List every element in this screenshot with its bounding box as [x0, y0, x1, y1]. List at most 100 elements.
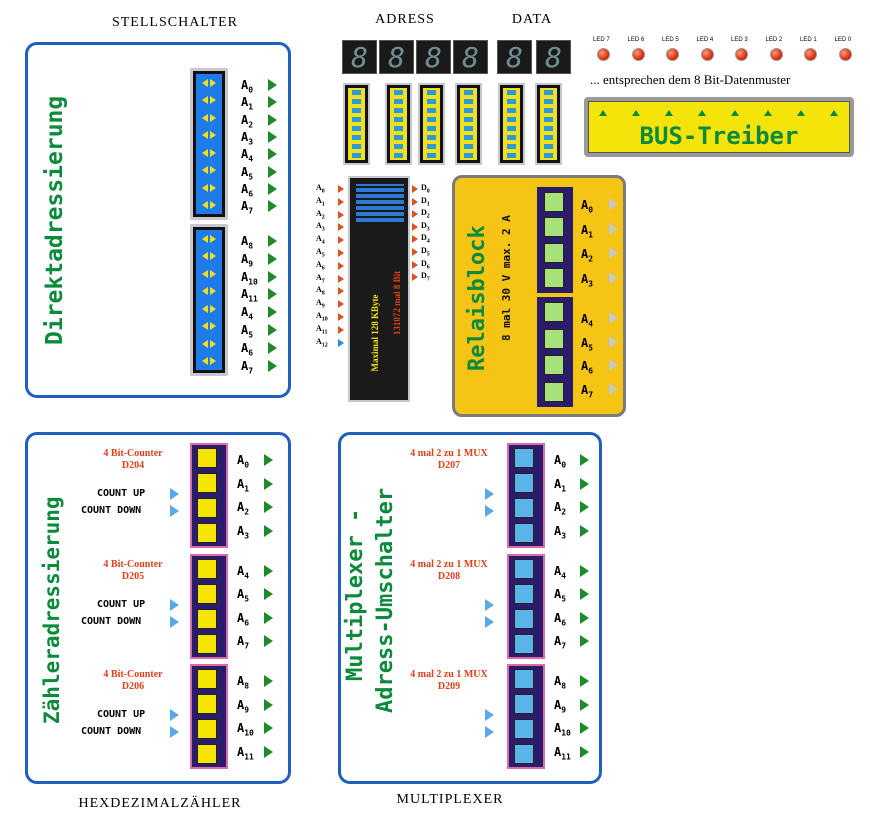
dip-toggle[interactable] [507, 153, 516, 158]
dip-toggle[interactable] [427, 144, 436, 149]
dip-toggle[interactable] [201, 252, 217, 260]
dip-toggle[interactable] [544, 117, 553, 122]
vertical-dip-switch[interactable] [418, 83, 445, 165]
count-down-arrow[interactable] [170, 505, 179, 517]
dip-toggle[interactable] [464, 90, 473, 95]
dip-toggle[interactable] [544, 126, 553, 131]
dip-toggle[interactable] [544, 144, 553, 149]
output-arrow [264, 745, 273, 758]
dip-toggle[interactable] [201, 131, 217, 139]
dip-toggle[interactable] [394, 135, 403, 140]
input-arrow [338, 313, 344, 321]
dip-toggle[interactable] [464, 144, 473, 149]
dip-toggle[interactable] [427, 90, 436, 95]
dip-toggle[interactable] [464, 117, 473, 122]
counter-output-label: A11 [237, 744, 254, 761]
count-down-arrow[interactable] [170, 615, 179, 628]
dip-toggle[interactable] [201, 340, 217, 348]
dip-toggle[interactable] [464, 153, 473, 158]
dip-toggle[interactable] [352, 108, 361, 113]
counter-output-label: A3 [237, 523, 250, 540]
output-arrow [412, 235, 418, 244]
dip-toggle[interactable] [352, 135, 361, 140]
dip-toggle[interactable] [394, 99, 403, 104]
dip-toggle[interactable] [544, 153, 553, 158]
dip-toggle[interactable] [201, 270, 217, 278]
dip-toggle[interactable] [201, 357, 217, 365]
dip-toggle[interactable] [352, 126, 361, 131]
dip-toggle[interactable] [464, 108, 473, 113]
dip-toggle[interactable] [507, 90, 516, 95]
mux-title: 4 mal 2 zu 1 MUX [410, 448, 488, 459]
led-label: LED 7 [593, 37, 610, 43]
dip-toggle[interactable] [201, 322, 217, 330]
output-arrow [580, 745, 589, 758]
dip-switch-bottom[interactable] [190, 224, 228, 376]
count-up-arrow[interactable] [170, 488, 179, 500]
dip-toggle[interactable] [201, 79, 217, 87]
dip-toggle[interactable] [507, 135, 516, 140]
vertical-dip-switch[interactable] [455, 83, 482, 165]
dip-toggle[interactable] [201, 201, 217, 209]
mux-input-arrow[interactable] [485, 488, 494, 500]
dip-toggle[interactable] [464, 99, 473, 104]
mux-input-arrow[interactable] [485, 726, 494, 738]
dip-toggle[interactable] [394, 153, 403, 158]
dip-toggle[interactable] [394, 144, 403, 149]
dip-toggle[interactable] [394, 108, 403, 113]
dip-toggle[interactable] [201, 149, 217, 157]
ram-address-label: A0 [316, 183, 325, 195]
dip-toggle[interactable] [201, 114, 217, 122]
dip-toggle[interactable] [201, 287, 217, 295]
dip-toggle[interactable] [352, 99, 361, 104]
count-up-arrow[interactable] [170, 598, 179, 611]
vertical-dip-switch[interactable] [535, 83, 562, 165]
dip-toggle[interactable] [507, 108, 516, 113]
dip-toggle[interactable] [507, 126, 516, 131]
dip-toggle[interactable] [544, 108, 553, 113]
address-label: A5 [241, 323, 254, 340]
mux-input-arrow[interactable] [485, 709, 494, 721]
dip-toggle[interactable] [201, 166, 217, 174]
dip-toggle[interactable] [544, 99, 553, 104]
dip-toggle[interactable] [464, 135, 473, 140]
count-up-arrow[interactable] [170, 709, 179, 721]
count-down-arrow[interactable] [170, 726, 179, 738]
mux-input-arrow[interactable] [485, 615, 494, 628]
dip-toggle[interactable] [394, 90, 403, 95]
dip-toggle[interactable] [394, 126, 403, 131]
dip-toggle[interactable] [427, 153, 436, 158]
dip-toggle[interactable] [201, 184, 217, 192]
dip-toggle[interactable] [201, 96, 217, 104]
dip-toggle[interactable] [352, 153, 361, 158]
dip-toggle[interactable] [201, 235, 217, 243]
dip-switch-top[interactable] [190, 68, 228, 220]
dip-toggle[interactable] [507, 117, 516, 122]
dip-toggle[interactable] [464, 126, 473, 131]
dip-toggle[interactable] [352, 117, 361, 122]
relay-arrow-icon [609, 335, 618, 348]
led-label: LED 0 [834, 37, 852, 43]
dip-toggle[interactable] [507, 144, 516, 149]
mux-input-arrow[interactable] [485, 505, 494, 517]
dip-toggle[interactable] [352, 90, 361, 95]
dip-toggle[interactable] [427, 126, 436, 131]
vertical-dip-switch[interactable] [385, 83, 412, 165]
relay-output-label: A6 [581, 359, 594, 376]
dip-toggle[interactable] [544, 135, 553, 140]
mux-input-arrow[interactable] [485, 598, 494, 611]
dip-toggle[interactable] [427, 99, 436, 104]
dip-toggle[interactable] [352, 144, 361, 149]
dip-toggle[interactable] [544, 90, 553, 95]
dip-toggle[interactable] [427, 117, 436, 122]
vertical-dip-switch[interactable] [343, 83, 370, 165]
dip-toggle[interactable] [394, 117, 403, 122]
relay-group-2 [537, 297, 573, 407]
dip-toggle[interactable] [427, 135, 436, 140]
dip-toggle[interactable] [427, 108, 436, 113]
ram-address-label: A11 [316, 323, 328, 336]
dip-toggle[interactable] [507, 99, 516, 104]
address-digit: 8 [453, 40, 488, 74]
dip-toggle[interactable] [201, 305, 217, 313]
vertical-dip-switch[interactable] [498, 83, 525, 165]
